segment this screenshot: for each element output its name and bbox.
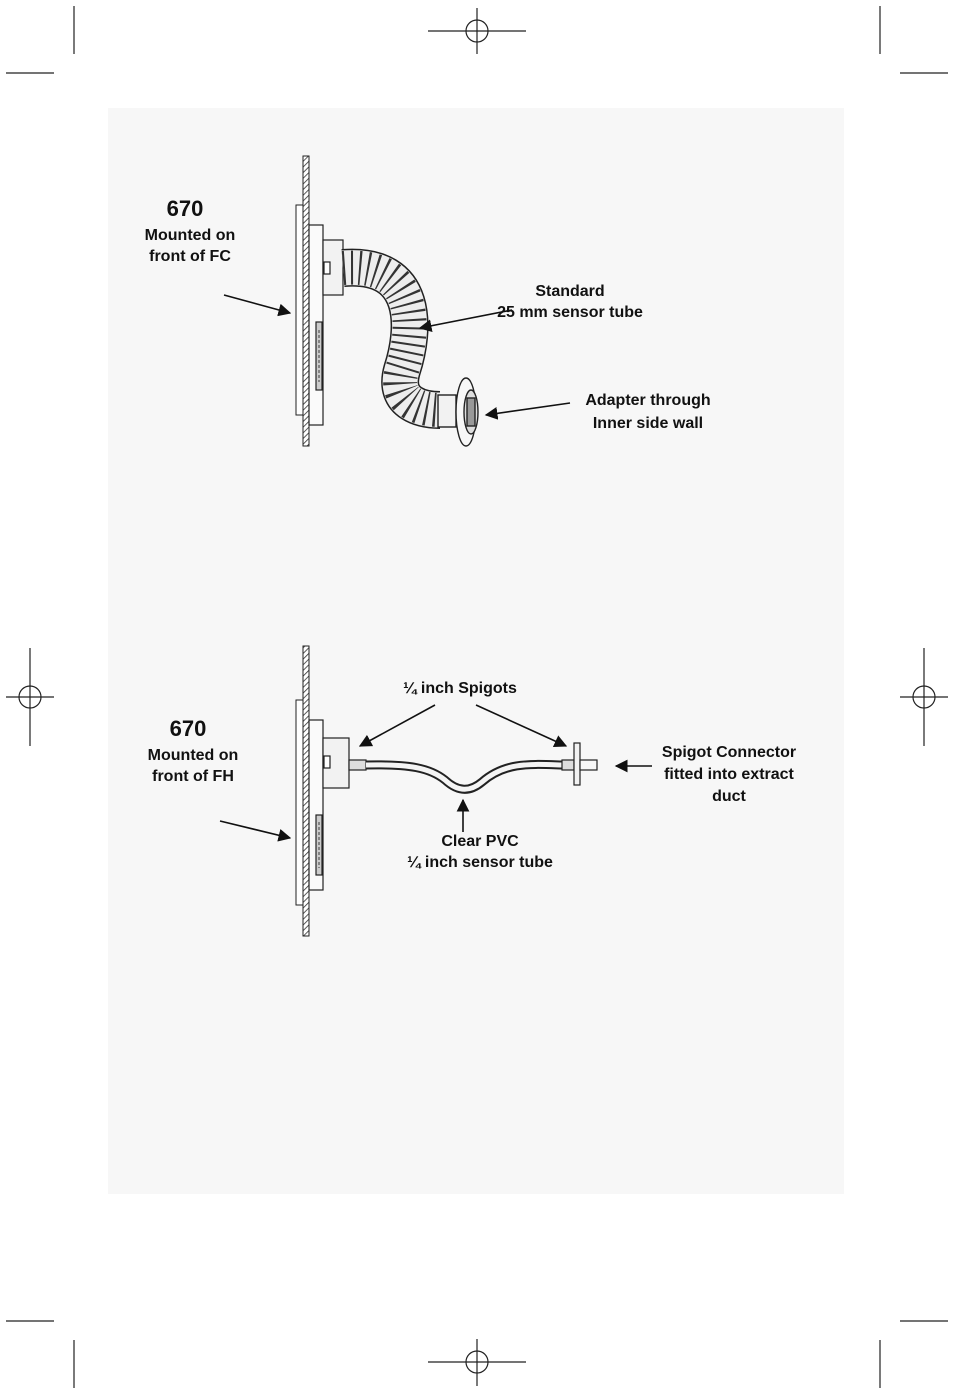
flexible-sensor-tube [343, 268, 440, 410]
arrow-to-left-spigot [360, 705, 435, 746]
adapter-label-line2: Inner side wall [568, 413, 728, 434]
arrow-to-panel-top [224, 295, 290, 313]
pvc-sensor-tube [366, 764, 562, 789]
arrow-to-panel-bottom [220, 821, 290, 838]
spigot-connector [562, 743, 597, 785]
spigot-left [349, 760, 366, 770]
fume-hood-panel-bottom [296, 646, 309, 936]
registration-target-top [428, 8, 526, 54]
fume-cupboard-panel-top [296, 156, 309, 446]
model-label-bottom: 670 [148, 716, 228, 742]
wall-adapter [438, 378, 478, 446]
arrow-to-adapter [486, 403, 570, 415]
spigots-label: ¼ inch Spigots [380, 678, 540, 699]
registration-target-right [900, 648, 948, 746]
tube-label-top-line2: 25 mm sensor tube [480, 302, 660, 323]
mount-label-bottom-line2: front of FH [123, 766, 263, 787]
pvc-label-line1: Clear PVC [400, 831, 560, 852]
monitor-unit-bottom [309, 720, 349, 890]
connector-label-line3: duct [648, 786, 810, 807]
mount-label-bottom-line1: Mounted on [123, 745, 263, 766]
arrow-to-right-spigot [476, 705, 566, 746]
model-label-top: 670 [145, 196, 225, 222]
monitor-unit-top [309, 225, 343, 425]
registration-target-left [6, 648, 54, 746]
pvc-label-line2: ¼ inch sensor tube [390, 852, 570, 873]
adapter-label-line1: Adapter through [568, 390, 728, 411]
mount-label-top-line1: Mounted on [120, 225, 260, 246]
registration-target-bottom [428, 1339, 526, 1386]
connector-label-line1: Spigot Connector [648, 742, 810, 763]
connector-label-line2: fitted into extract [648, 764, 810, 785]
tube-label-top-line1: Standard [490, 281, 650, 302]
mount-label-top-line2: front of FC [120, 246, 260, 267]
